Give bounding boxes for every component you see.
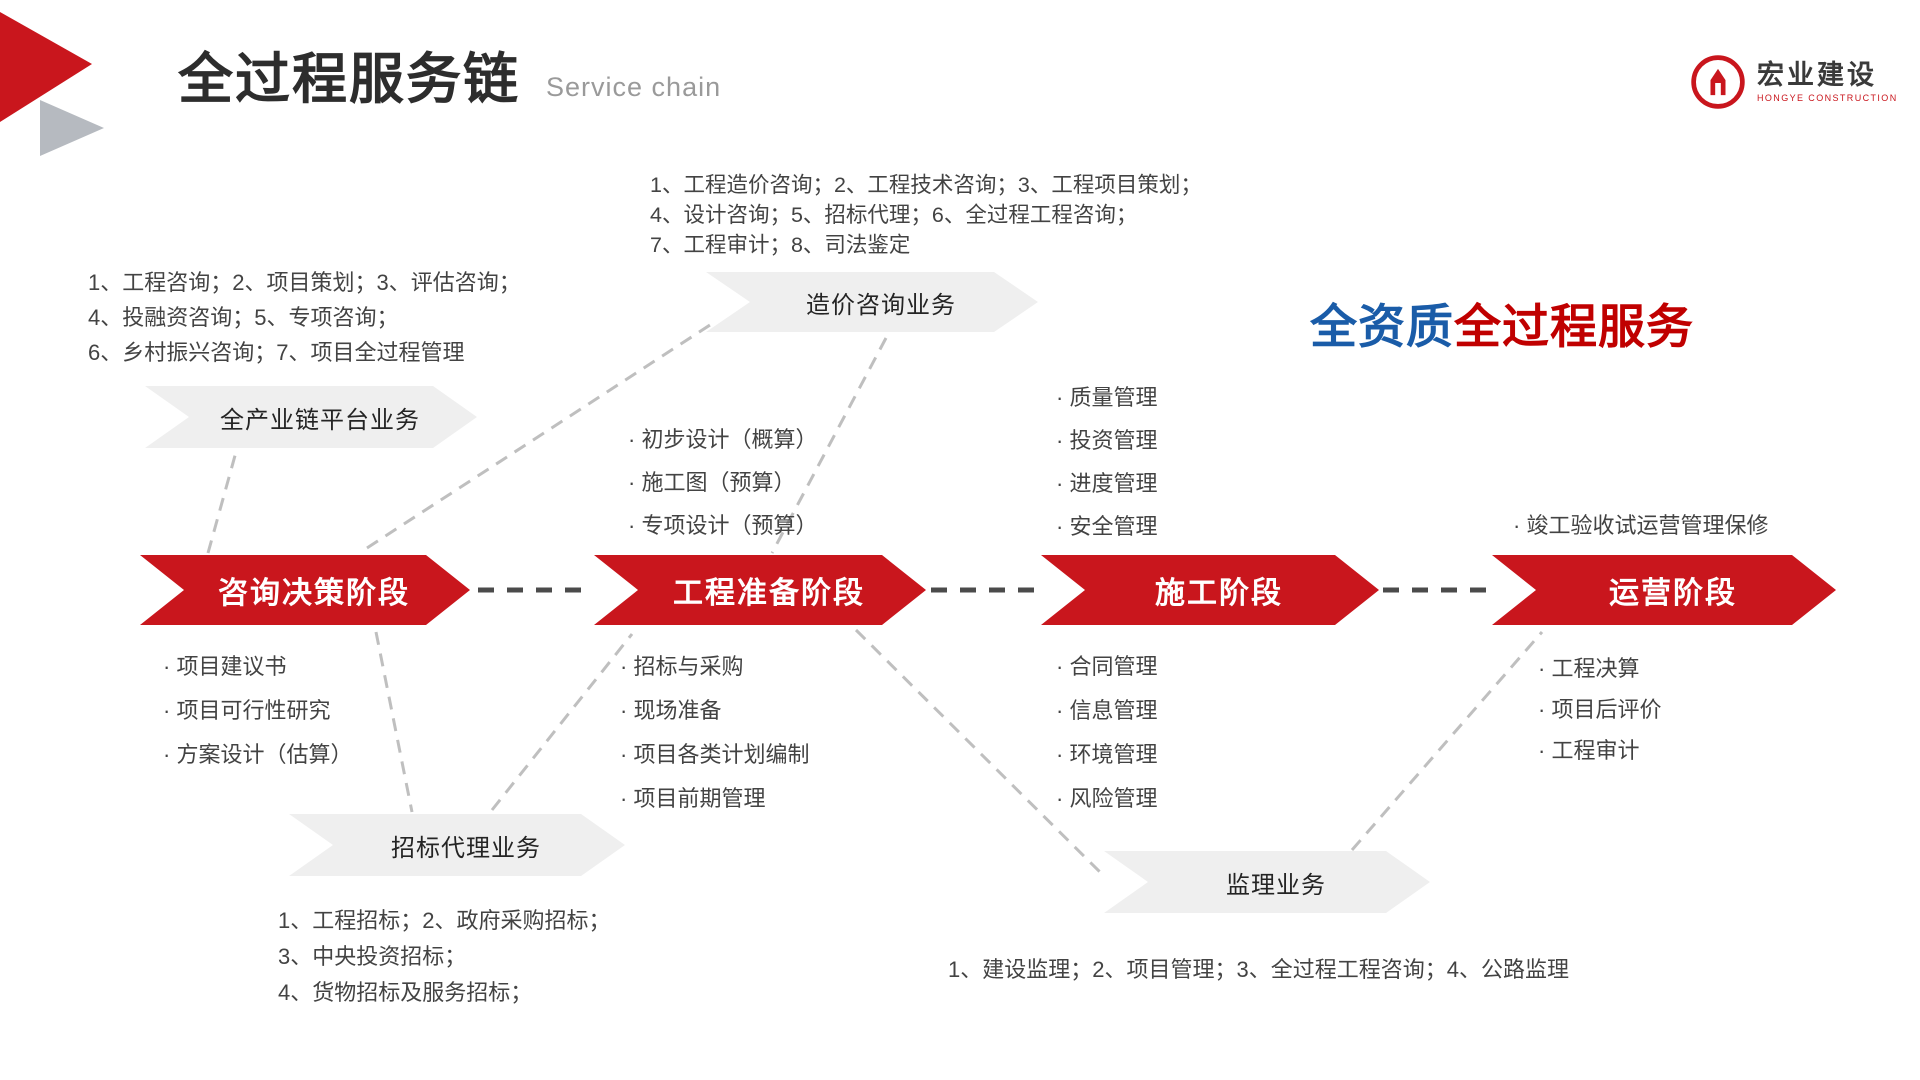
list-item: · 现场准备 [620, 698, 722, 723]
stage-consulting-decision: 咨询决策阶段 [140, 555, 470, 625]
stage-label: 施工阶段 [1155, 577, 1283, 610]
list-item: · 项目前期管理 [620, 786, 766, 811]
cost-consulting-list: 1、工程造价咨询；2、工程技术咨询；3、工程项目策划； 4、设计咨询；5、招标代… [650, 170, 1202, 260]
supervision-list: 1、建设监理；2、项目管理；3、全过程工程咨询；4、公路监理 [948, 952, 1569, 984]
stage-preparation-below-items: · 招标与采购 · 现场准备 · 项目各类计划编制 · 项目前期管理 [620, 645, 809, 821]
corner-red-triangle [0, 12, 92, 122]
list-item: 1、建设监理；2、项目管理；3、全过程工程咨询；4、公路监理 [948, 957, 1569, 982]
list-item: · 项目各类计划编制 [620, 742, 810, 767]
list-item: · 投资管理 [1056, 428, 1158, 453]
list-item: · 风险管理 [1056, 786, 1158, 811]
headline-red: 全过程服务 [1454, 300, 1694, 353]
list-item: · 工程审计 [1538, 738, 1640, 763]
list-item: · 招标与采购 [620, 654, 744, 679]
banner-cost-label: 造价咨询业务 [806, 291, 956, 319]
stage-preparation-above-items: · 初步设计（概算） · 施工图（预算） · 专项设计（预算） [628, 418, 817, 547]
header: 全过程服务链 Service chain [178, 52, 721, 107]
list-item: · 信息管理 [1056, 698, 1158, 723]
list-item: 4、设计咨询；5、招标代理；6、全过程工程咨询； [650, 203, 1138, 227]
banner-bidding-agency: 招标代理业务 [289, 814, 625, 876]
bidding-agency-list: 1、工程招标；2、政府采购招标； 3、中央投资招标； 4、货物招标及服务招标； [278, 903, 610, 1011]
list-item: 1、工程造价咨询；2、工程技术咨询；3、工程项目策划； [650, 173, 1202, 197]
stage-label: 咨询决策阶段 [218, 577, 410, 610]
list-item: · 项目可行性研究 [163, 698, 331, 723]
logo-text: 宏业建设 HONGYE CONSTRUCTION [1757, 60, 1898, 103]
list-item: · 竣工验收试运营管理保修 [1513, 513, 1769, 538]
list-item: · 方案设计（估算） [163, 742, 353, 767]
list-item: 4、投融资咨询；5、专项咨询； [88, 305, 399, 330]
logo-name: 宏业建设 [1757, 60, 1877, 91]
company-logo: 宏业建设 HONGYE CONSTRUCTION [1688, 52, 1898, 112]
banner-bidding-label: 招标代理业务 [391, 834, 541, 862]
banner-platform-business: 全产业链平台业务 [145, 386, 477, 448]
list-item: · 项目后评价 [1538, 697, 1662, 722]
logo-icon [1691, 55, 1745, 109]
logo-subtext: HONGYE CONSTRUCTION [1757, 92, 1898, 103]
dashed-connector [206, 451, 238, 554]
dashed-connector [374, 631, 414, 813]
banner-supervision: 监理业务 [1104, 851, 1430, 913]
list-item: · 合同管理 [1056, 654, 1158, 679]
list-item: · 安全管理 [1056, 514, 1158, 539]
list-item: · 工程决算 [1538, 656, 1640, 681]
page-title: 全过程服务链 [178, 48, 521, 110]
stage-construction-above-items: · 质量管理 · 投资管理 · 进度管理 · 安全管理 [1056, 376, 1157, 548]
stage-label: 工程准备阶段 [673, 577, 865, 610]
stage-operation-below-items: · 工程决算 · 项目后评价 · 工程审计 [1538, 648, 1661, 771]
banner-supervision-label: 监理业务 [1226, 871, 1326, 899]
headline: 全资质全过程服务 [1310, 288, 1694, 357]
list-item: · 施工图（预算） [628, 470, 796, 495]
corner-gray-triangle [40, 100, 104, 156]
banner-platform-label: 全产业链平台业务 [220, 406, 420, 434]
platform-business-list: 1、工程咨询；2、项目策划；3、评估咨询； 4、投融资咨询；5、专项咨询； 6、… [88, 265, 521, 370]
list-item: · 专项设计（预算） [628, 513, 818, 538]
banner-cost-consulting: 造价咨询业务 [706, 272, 1038, 332]
list-item: · 初步设计（概算） [628, 427, 818, 452]
list-item: · 质量管理 [1056, 385, 1158, 410]
corner-accent-triangles [0, 12, 104, 156]
dashed-connector [490, 633, 634, 811]
stage-label: 运营阶段 [1609, 577, 1737, 610]
list-item: 1、工程咨询；2、项目策划；3、评估咨询； [88, 270, 521, 295]
stage-construction: 施工阶段 [1041, 555, 1379, 625]
dashed-connector [1350, 631, 1544, 851]
list-item: 4、货物招标及服务招标； [278, 980, 533, 1005]
stage-preparation: 工程准备阶段 [594, 555, 926, 625]
list-item: · 环境管理 [1056, 742, 1158, 767]
list-item: · 项目建议书 [163, 654, 287, 679]
list-item: 6、乡村振兴咨询；7、项目全过程管理 [88, 340, 465, 365]
page-subtitle: Service chain [546, 72, 722, 102]
list-item: 1、工程招标；2、政府采购招标； [278, 908, 611, 933]
stage-operation-above-items: · 竣工验收试运营管理保修 [1513, 508, 1768, 540]
stage-consulting-below-items: · 项目建议书 · 项目可行性研究 · 方案设计（估算） [163, 645, 352, 777]
stage-operation: 运营阶段 [1492, 555, 1836, 625]
list-item: 3、中央投资招标； [278, 944, 467, 969]
list-item: · 进度管理 [1056, 471, 1158, 496]
list-item: 7、工程审计；8、司法鉴定 [650, 233, 911, 257]
stage-construction-below-items: · 合同管理 · 信息管理 · 环境管理 · 风险管理 [1056, 645, 1157, 821]
headline-blue: 全资质 [1310, 300, 1454, 353]
